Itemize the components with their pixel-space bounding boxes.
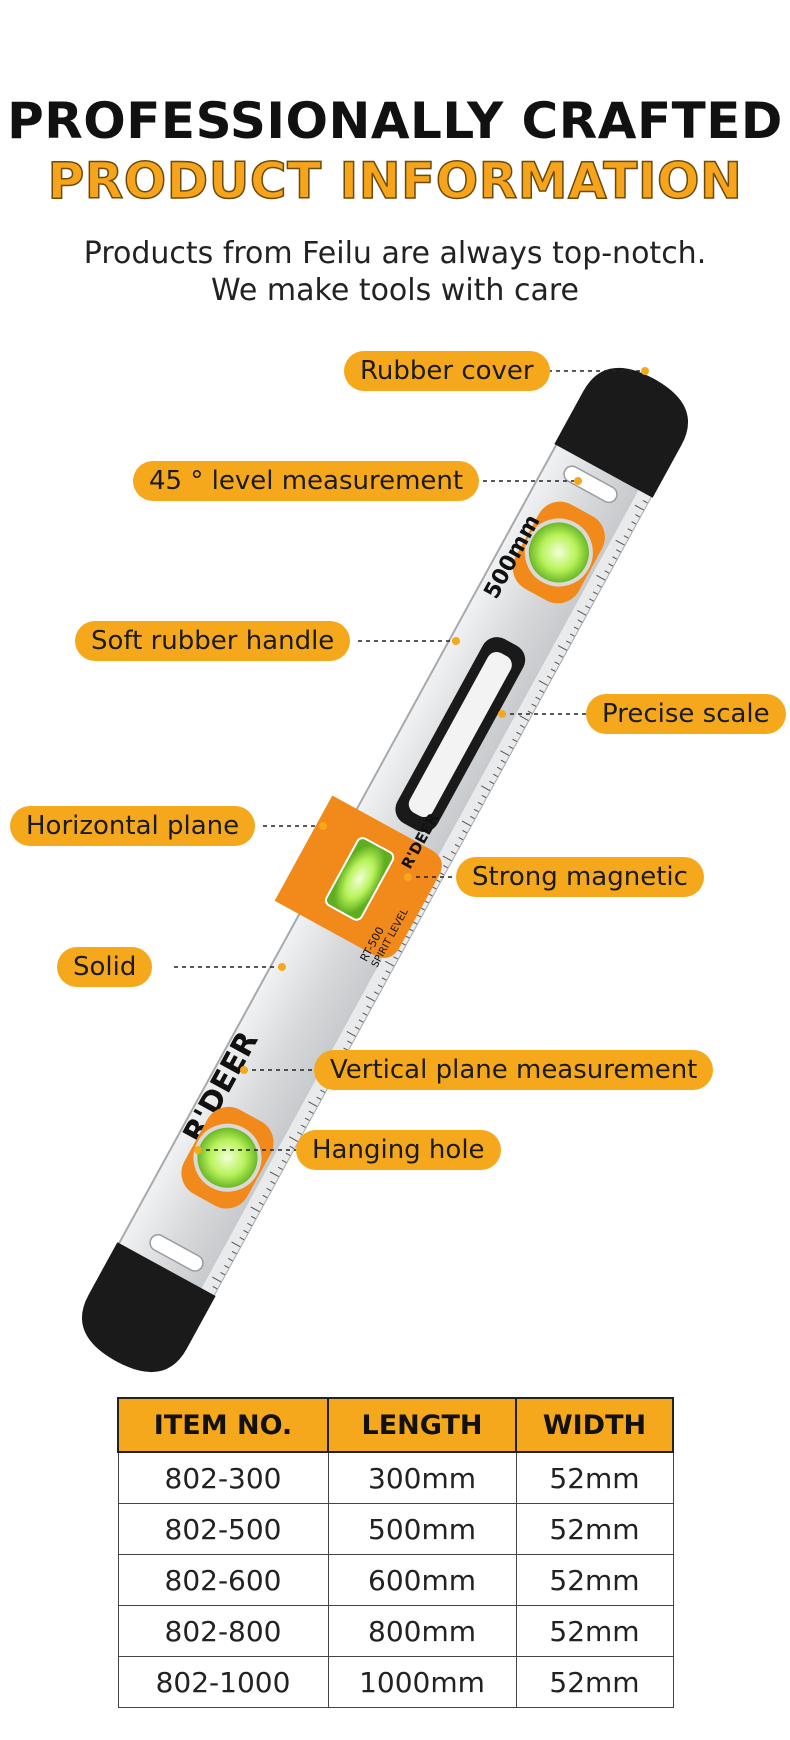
spec-table: ITEM NO. LENGTH WIDTH 802-300 300mm 52mm… [117, 1397, 674, 1708]
table-row: 802-300 300mm 52mm [117, 1451, 674, 1504]
header-width: WIDTH [515, 1397, 674, 1453]
spec-table-header-row: ITEM NO. LENGTH WIDTH [117, 1397, 674, 1453]
rubber-cover-top [554, 367, 689, 498]
cell-length: 600mm [327, 1554, 517, 1606]
callout-45-level: 45 ° level measurement [133, 461, 480, 501]
cell-width: 52mm [515, 1554, 674, 1606]
cell-item-no: 802-600 [117, 1554, 329, 1606]
cell-length: 300mm [327, 1451, 517, 1504]
hanging-slot-top [563, 465, 618, 504]
product-illustration: 500mm R'DEER RT-500 SPIRIT LEVEL R'DEER [81, 367, 689, 1373]
rubber-cover-bottom [81, 1242, 216, 1373]
cell-length: 1000mm [327, 1656, 517, 1708]
cell-item-no: 802-1000 [117, 1656, 329, 1708]
leader-lines [174, 370, 642, 1151]
callout-strong-magnetic: Strong magnetic [456, 857, 704, 897]
table-row: 802-500 500mm 52mm [117, 1503, 674, 1555]
cell-width: 52mm [515, 1503, 674, 1555]
callout-horizontal-plane: Horizontal plane [10, 806, 256, 846]
vial-vertical [193, 1123, 262, 1192]
callout-vertical-plane: Vertical plane measurement [314, 1050, 714, 1090]
table-row: 802-600 600mm 52mm [117, 1554, 674, 1606]
cell-item-no: 802-800 [117, 1605, 329, 1657]
callout-solid: Solid [57, 947, 153, 987]
vial-45 [524, 518, 593, 587]
cell-width: 52mm [515, 1656, 674, 1708]
headline-line2: PRODUCT INFORMATION [47, 151, 743, 211]
horizontal-vial [324, 837, 395, 921]
callout-rubber-cover: Rubber cover [344, 351, 550, 391]
callout-soft-handle: Soft rubber handle [75, 621, 351, 661]
callout-hanging-hole: Hanging hole [296, 1130, 501, 1170]
table-row: 802-800 800mm 52mm [117, 1605, 674, 1657]
cell-length: 500mm [327, 1503, 517, 1555]
cell-length: 800mm [327, 1605, 517, 1657]
cell-item-no: 802-300 [117, 1451, 329, 1504]
cell-width: 52mm [515, 1605, 674, 1657]
subtitle-line1: Products from Feilu are always top-notch… [83, 236, 707, 271]
callout-precise-scale: Precise scale [586, 694, 786, 734]
table-row: 802-1000 1000mm 52mm [117, 1656, 674, 1708]
hanging-hole [149, 1234, 204, 1272]
cell-width: 52mm [515, 1451, 674, 1504]
headline-line1: PROFESSIONALLY CRAFTED [7, 92, 783, 150]
cell-item-no: 802-500 [117, 1503, 329, 1555]
leader-dots [194, 367, 649, 1154]
subtitle-line2: We make tools with care [211, 273, 579, 308]
header-length: LENGTH [327, 1397, 517, 1453]
header-item-no: ITEM NO. [117, 1397, 329, 1453]
